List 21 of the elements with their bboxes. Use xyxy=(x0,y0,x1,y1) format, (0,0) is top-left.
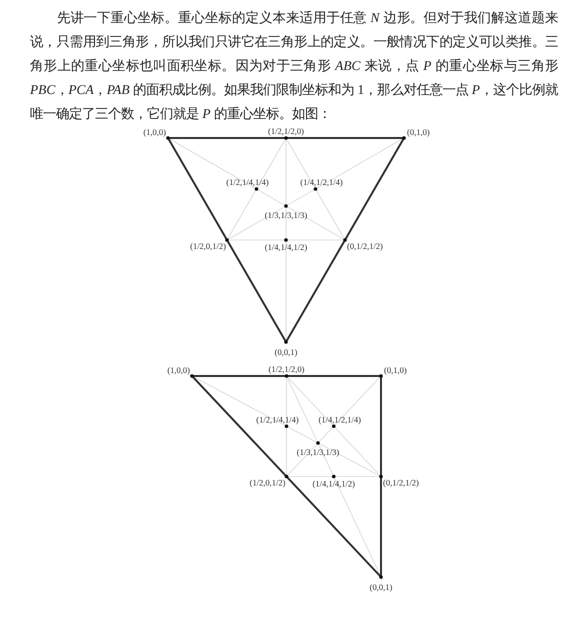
coordinate-label: (0,0,1) xyxy=(274,347,298,357)
coordinate-label: (1/4,1/4,1/2) xyxy=(312,478,355,488)
coordinate-label: (1/4,1/2,1/4) xyxy=(300,177,343,187)
coordinate-label: (1,0,0) xyxy=(167,365,190,375)
coordinate-label: (1/2,1/2,0) xyxy=(268,126,304,136)
coordinate-label: (0,1/2,1/2) xyxy=(383,478,419,488)
coordinate-label: (1/2,1/2,0) xyxy=(268,364,304,374)
coordinate-label: (1/4,1/4,1/2) xyxy=(264,242,308,252)
coordinate-label: (1/3,1/3,1/3) xyxy=(296,447,340,457)
coordinate-label: (1/2,1/4,1/4) xyxy=(226,177,269,187)
coordinate-label: (1/4,1/2,1/4) xyxy=(318,414,361,424)
coordinate-label: (1/2,1/4,1/4) xyxy=(256,414,299,424)
coordinate-label: (0,1,0) xyxy=(407,127,430,137)
coordinate-label: (0,0,1) xyxy=(370,582,392,592)
coordinate-label: (1/2,0,1/2) xyxy=(190,241,226,251)
coordinate-label: (1/3,1/3,1/3) xyxy=(264,210,308,220)
coordinate-label: (1/2,0,1/2) xyxy=(250,478,286,488)
coordinate-label: (0,1/2,1/2) xyxy=(347,241,383,251)
coordinate-label: (1,0,0) xyxy=(143,127,166,137)
paragraph: 先讲一下重心坐标。重心坐标的定义本来适用于任意 N 边形。但对于我们解这道题来说，只需用到三角形，所以我们只讲它在三角形上的定义。一般情况下的定义可以类推。三角形上的重心坐标也叫面积坐标。因为对于三角形 ABC 来说，点 P 的重心坐标与三角形 PBC，PCA，PAB 的面积成比例。如果我们限制坐标和为 1，那么对任意一点 P，这个比例就唯一确定了三个数，它们就是 P 的重心坐标。如图： xyxy=(30,9,558,123)
coordinate-label: (0,1,0) xyxy=(384,365,407,375)
